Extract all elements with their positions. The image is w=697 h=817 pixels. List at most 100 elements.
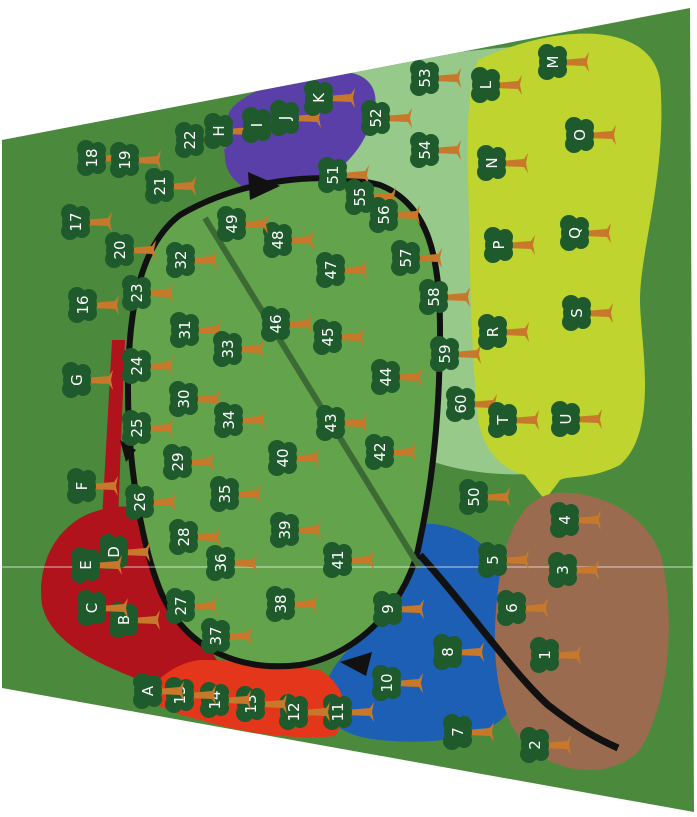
tree-j: J xyxy=(270,100,321,136)
tree-canopy xyxy=(179,244,195,260)
tree-trunk xyxy=(168,176,196,196)
tree-canopy xyxy=(75,380,91,396)
tree-canopy xyxy=(369,197,387,215)
tree-trunk xyxy=(456,642,484,662)
tree-canopy xyxy=(109,620,127,638)
tree-canopy xyxy=(373,591,391,609)
tree-canopy xyxy=(374,118,390,134)
tree-canopy xyxy=(372,683,390,701)
tree-canopy xyxy=(533,745,549,761)
tree-canopy xyxy=(217,115,233,131)
tree-canopy xyxy=(477,145,495,163)
tree-canopy xyxy=(80,486,96,502)
tree-label: T xyxy=(494,415,512,426)
tree-canopy xyxy=(75,364,91,380)
tree-canopy xyxy=(491,560,507,576)
tree-canopy xyxy=(146,691,162,707)
tree-label: 33 xyxy=(219,339,237,358)
tree-label: 37 xyxy=(207,626,225,645)
tree-canopy xyxy=(562,313,580,331)
tree-trunk xyxy=(442,287,470,307)
tree-canopy xyxy=(316,252,334,270)
tree-label: 57 xyxy=(397,248,415,267)
tree-34: 34 xyxy=(214,402,265,438)
tree-label: 51 xyxy=(324,165,342,184)
tree-t: T xyxy=(488,402,539,438)
tree-58: 58 xyxy=(419,279,470,315)
tree-canopy xyxy=(169,537,187,555)
tree-canopy xyxy=(564,403,580,419)
tree-canopy xyxy=(323,542,341,560)
tree-canopy xyxy=(226,349,242,365)
tree-trunk xyxy=(500,153,528,173)
tree-trunk xyxy=(84,212,112,232)
tree-canopy xyxy=(510,608,526,624)
tree-canopy xyxy=(283,102,299,118)
tree-trunk xyxy=(236,339,264,359)
tree-trunk xyxy=(433,68,461,88)
tree-canopy xyxy=(249,688,265,704)
tree-trunk xyxy=(561,52,589,72)
tree-5: 5 xyxy=(478,542,529,578)
tree-canopy xyxy=(122,428,140,446)
tree-label: 25 xyxy=(128,418,146,437)
tree-canopy xyxy=(497,245,513,261)
tree-trunk xyxy=(339,260,367,280)
tree-canopy xyxy=(550,502,568,520)
tree-51: 51 xyxy=(318,157,369,193)
tree-label: D xyxy=(105,546,123,558)
tree-canopy xyxy=(530,637,548,655)
tree-canopy xyxy=(200,700,218,718)
tree-canopy xyxy=(501,404,517,420)
tree-canopy xyxy=(84,565,100,581)
tree-canopy xyxy=(125,502,143,520)
tree-canopy xyxy=(263,222,281,240)
tree-16: 16 xyxy=(68,287,119,323)
tree-canopy xyxy=(135,350,151,366)
tree-label: 54 xyxy=(416,140,434,159)
tree-canopy xyxy=(336,696,352,712)
tree-canopy xyxy=(385,667,401,683)
tree-canopy xyxy=(385,683,401,699)
tree-trunk xyxy=(100,598,128,618)
tree-canopy xyxy=(217,224,235,242)
tree-canopy xyxy=(145,168,163,186)
tree-canopy xyxy=(419,297,437,315)
tree-canopy xyxy=(68,287,86,305)
tree-label: 22 xyxy=(181,130,199,149)
tree-label: 41 xyxy=(329,550,347,569)
tree-canopy xyxy=(382,199,398,215)
tree-canopy xyxy=(270,512,288,530)
tree-trunk xyxy=(237,410,265,430)
tree-trunk xyxy=(132,610,160,630)
tree-canopy xyxy=(283,118,299,134)
tree-canopy xyxy=(419,279,437,297)
tree-canopy xyxy=(270,530,288,548)
tree-trunk xyxy=(94,555,122,575)
tree-41: 41 xyxy=(323,542,374,578)
tree-label: O xyxy=(571,129,589,141)
tree-canopy xyxy=(188,124,204,140)
tree-m: M xyxy=(538,44,589,80)
tree-label: 7 xyxy=(449,727,467,737)
tree-39: 39 xyxy=(270,512,321,548)
tree-trunk xyxy=(511,410,539,430)
tree-canopy xyxy=(210,476,228,494)
tree-trunk xyxy=(346,550,374,570)
tree-trunk xyxy=(293,520,321,540)
tree-trunk xyxy=(145,356,173,376)
tree-canopy xyxy=(170,312,188,330)
tree-canopy xyxy=(227,420,243,436)
tree-canopy xyxy=(510,592,526,608)
tree-canopy xyxy=(217,206,235,224)
tree-canopy xyxy=(270,118,288,136)
tree-10: 10 xyxy=(372,665,423,701)
tree-canopy xyxy=(472,497,488,513)
tree-canopy xyxy=(490,147,506,163)
tree-canopy xyxy=(90,158,106,174)
tree-label: 20 xyxy=(111,240,129,259)
tree-29: 29 xyxy=(163,444,214,480)
tree-56: 56 xyxy=(369,197,420,233)
tree-canopy xyxy=(204,113,222,131)
tree-canopy xyxy=(175,140,193,158)
